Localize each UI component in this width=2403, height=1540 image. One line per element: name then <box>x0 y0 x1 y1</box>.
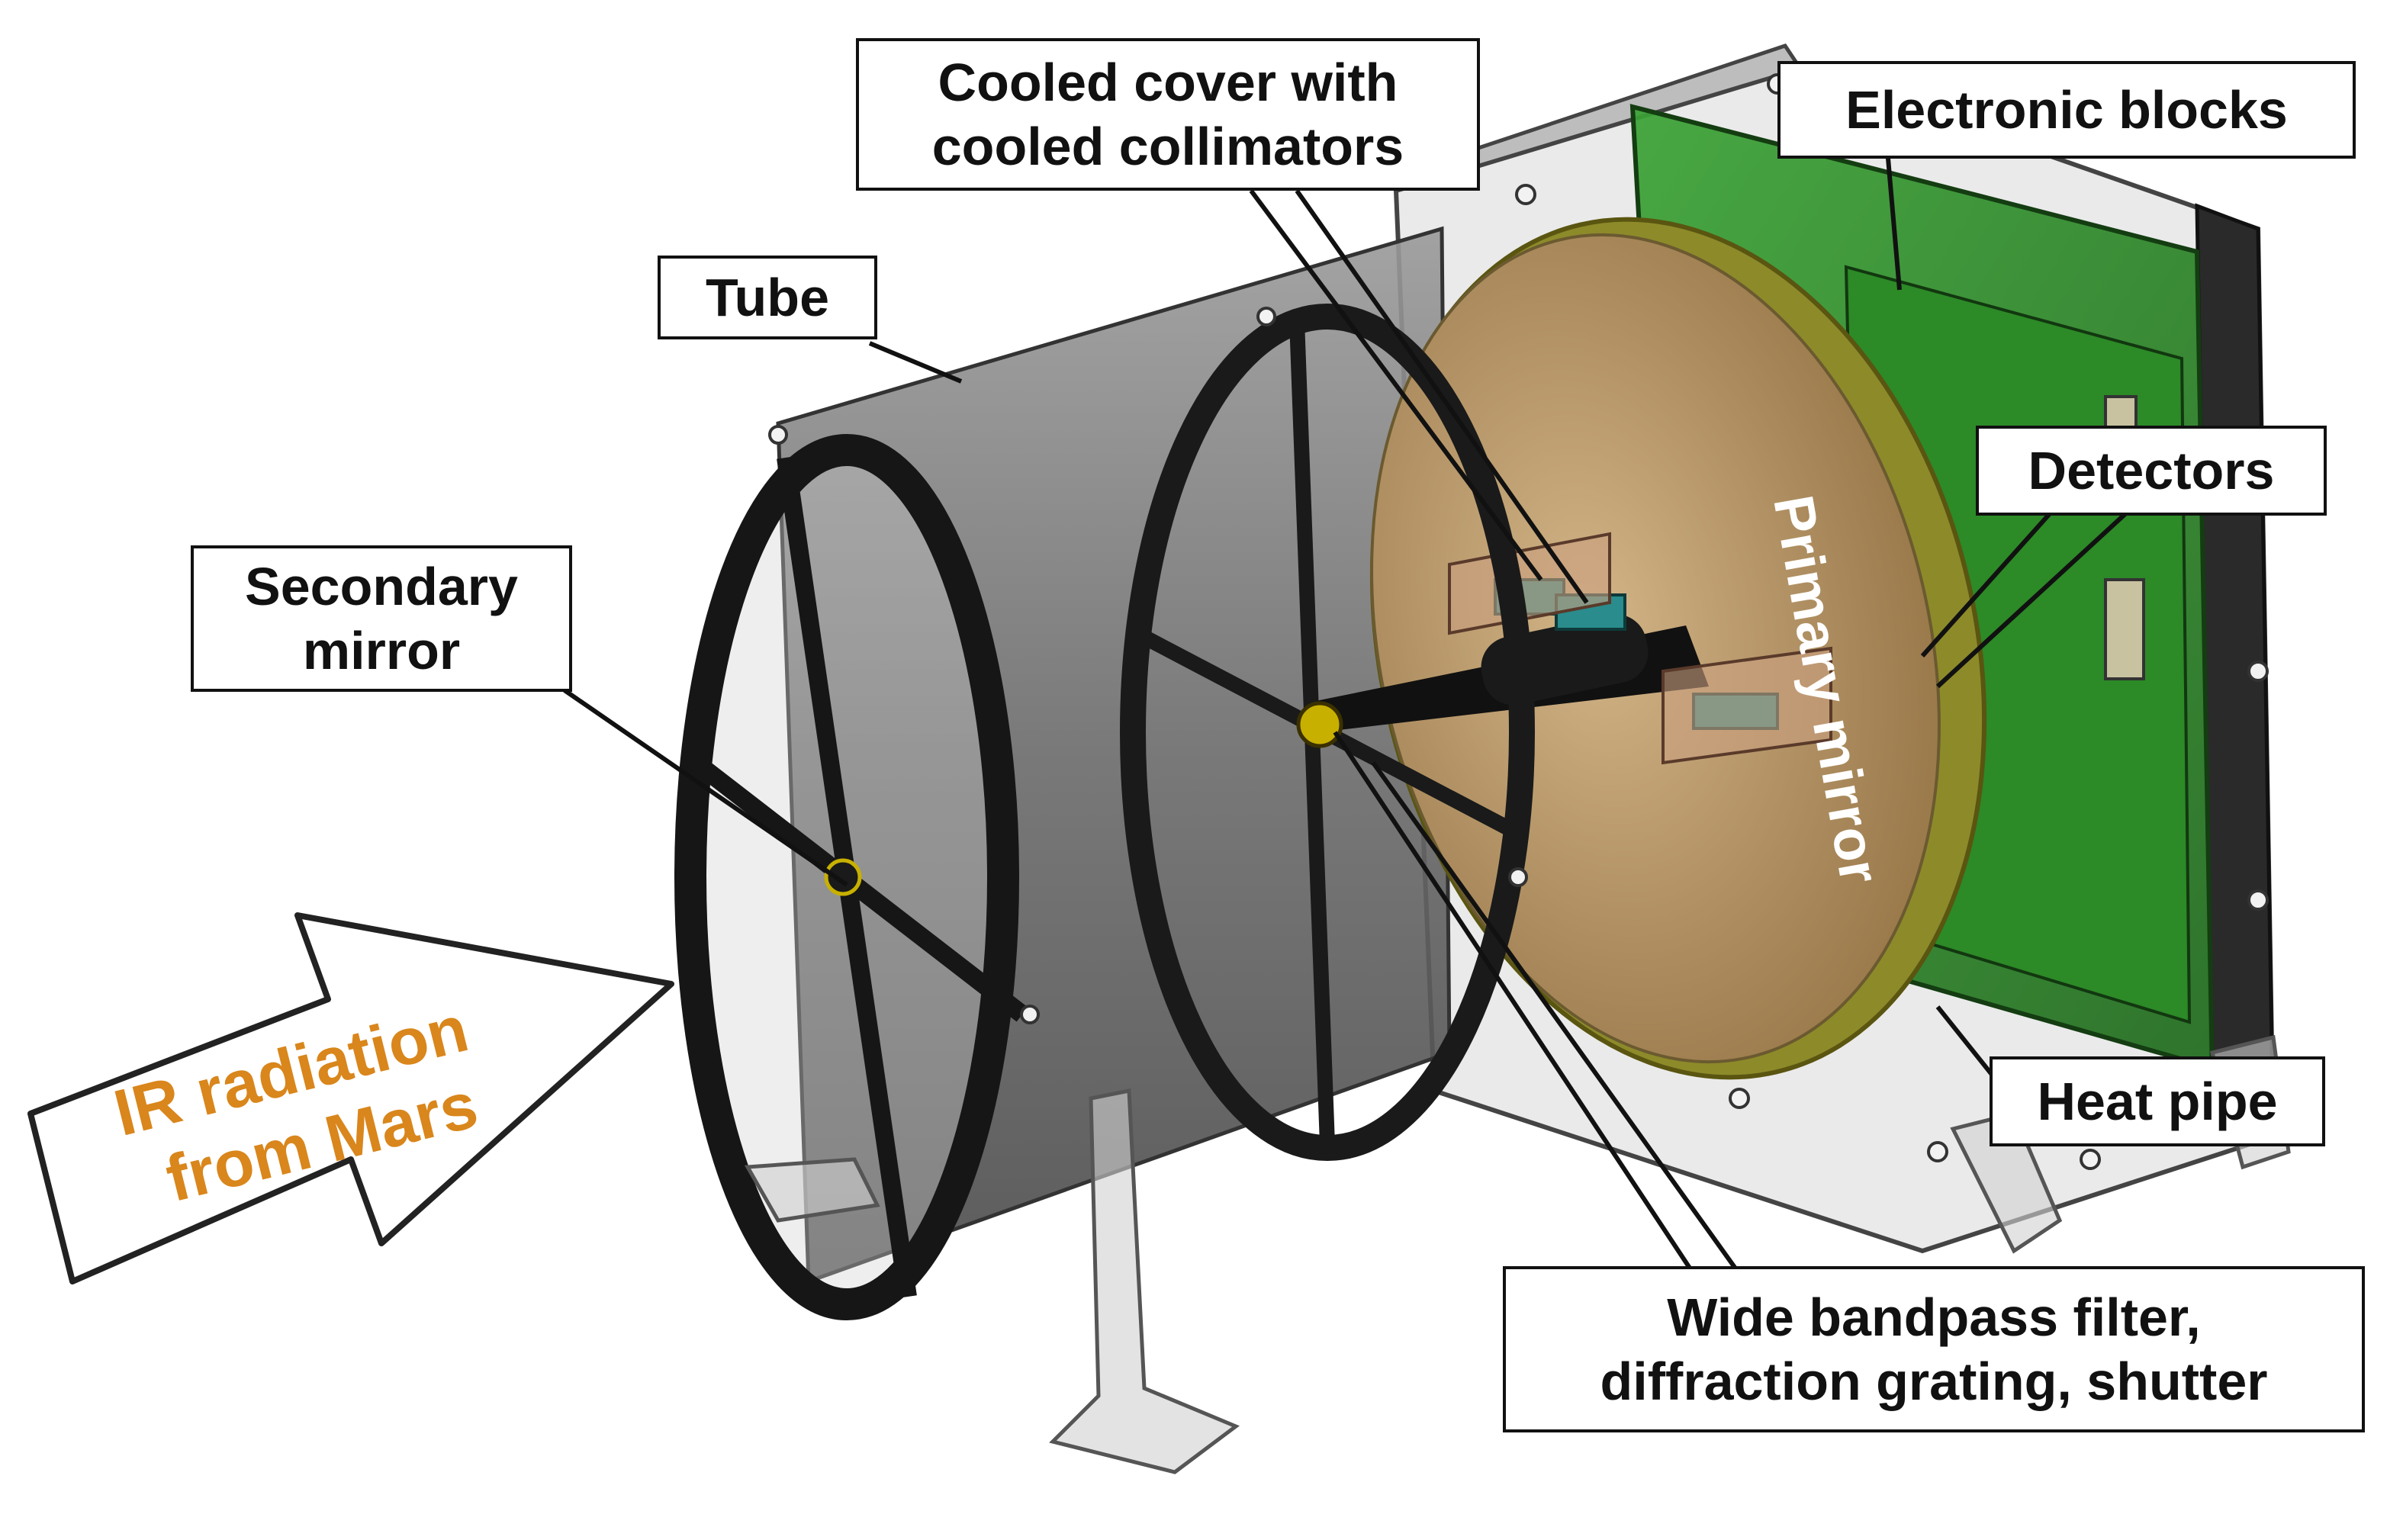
label-filter-grating-shutter: Wide bandpass filter, diffraction gratin… <box>1503 1266 2365 1432</box>
mounting-feet <box>744 1034 2291 1474</box>
label-detectors: Detectors <box>1976 426 2327 516</box>
label-heat-pipe: Heat pipe <box>1990 1056 2325 1146</box>
label-electronic-blocks: Electronic blocks <box>1777 61 2356 159</box>
label-secondary-mirror: Secondary mirror <box>191 545 572 692</box>
front-ring <box>674 425 1040 1320</box>
label-cooled-cover: Cooled cover with cooled collimators <box>856 38 1480 191</box>
middle-ring <box>1120 304 1535 1161</box>
ir-arrow: IR radiation from Mars <box>27 912 674 1284</box>
label-tube: Tube <box>658 256 877 339</box>
